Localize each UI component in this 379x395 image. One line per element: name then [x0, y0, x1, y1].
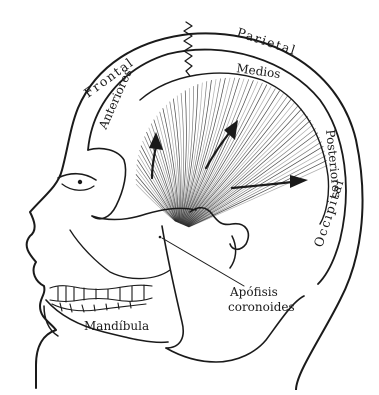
eye-pupil [78, 180, 82, 184]
upper-teeth [50, 285, 152, 302]
maxilla-outline [70, 230, 170, 279]
coronal-suture [184, 22, 192, 76]
coronoid-dot [159, 236, 162, 239]
eye-lid [58, 174, 96, 180]
lower-teeth [52, 302, 146, 312]
label-coronoides: coronoides [228, 300, 295, 314]
eye-orbit [88, 148, 126, 218]
temporalis-muscle [136, 78, 327, 227]
label-mandibula: Mandíbula [84, 319, 149, 333]
coronoid-pointer [162, 238, 244, 286]
arrow-posterior [232, 175, 308, 188]
label-parietal: Parietal [235, 25, 299, 58]
ear-process [230, 236, 236, 268]
label-apofisis: Apófisis [229, 285, 278, 299]
muscle-fiber [137, 165, 176, 222]
eye-lower-lid [62, 184, 94, 190]
muscle-fiber [189, 166, 327, 228]
